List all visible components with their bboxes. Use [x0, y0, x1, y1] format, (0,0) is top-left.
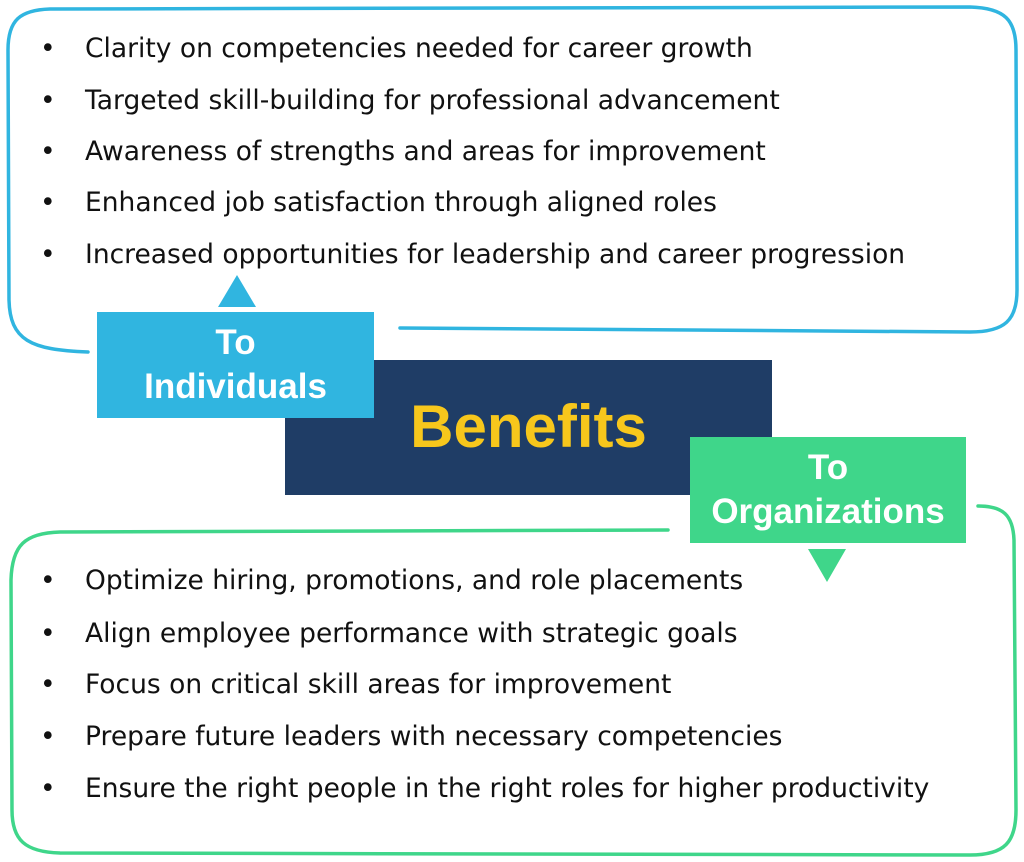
individuals-outline — [6, 5, 1019, 354]
organizations-outline — [9, 504, 1018, 857]
benefits-title: Benefits — [410, 393, 647, 460]
individuals-label: To Individuals — [97, 312, 374, 418]
organizations-label: To Organizations — [690, 437, 966, 543]
triangle-up-icon — [218, 275, 256, 307]
triangle-down-icon — [808, 549, 846, 582]
